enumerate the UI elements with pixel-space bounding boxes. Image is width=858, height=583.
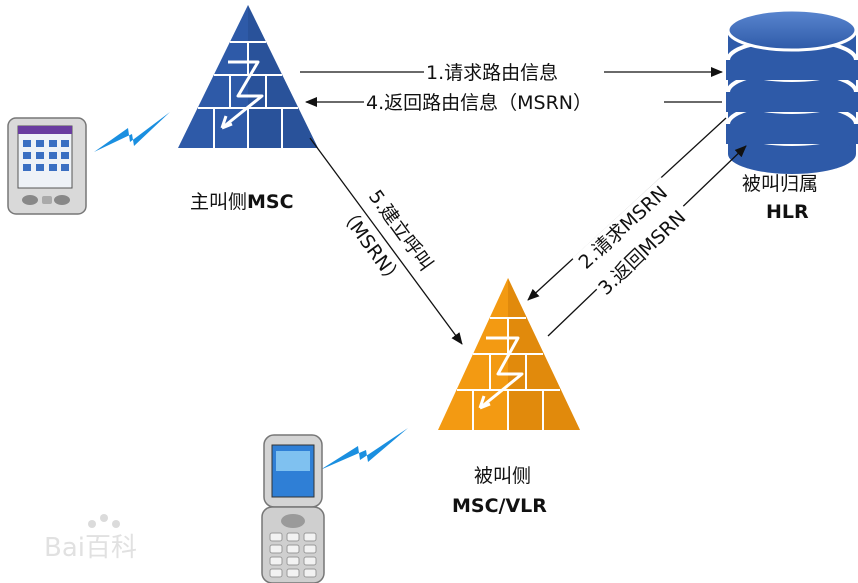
callee-msc-pyramid-icon xyxy=(438,278,580,430)
caller-msc-label: 主叫侧MSC xyxy=(190,191,294,213)
arrow-setup-call xyxy=(309,137,463,345)
caller-msc-pyramid-icon xyxy=(178,5,318,148)
baidu-watermark-logo: Bai百科 xyxy=(44,514,137,563)
hlr-label-cn: 被叫归属 xyxy=(742,173,818,195)
msg-request-routing: 1.请求路由信息 xyxy=(426,62,558,84)
hlr-label-en: HLR xyxy=(766,201,809,223)
callee-msc-label-en: MSC/VLR xyxy=(452,495,547,517)
pda-device-icon xyxy=(7,117,87,215)
callee-msc-label-cn: 被叫侧 xyxy=(474,465,531,487)
hlr-database-icon xyxy=(726,8,858,174)
msg-return-routing: 4.返回路由信息（MSRN） xyxy=(366,92,592,114)
watermark-text: Bai百科 xyxy=(44,533,137,563)
wireless-link-icon xyxy=(320,428,408,470)
mobile-phone-icon xyxy=(261,434,325,583)
wireless-link-icon xyxy=(94,112,170,152)
